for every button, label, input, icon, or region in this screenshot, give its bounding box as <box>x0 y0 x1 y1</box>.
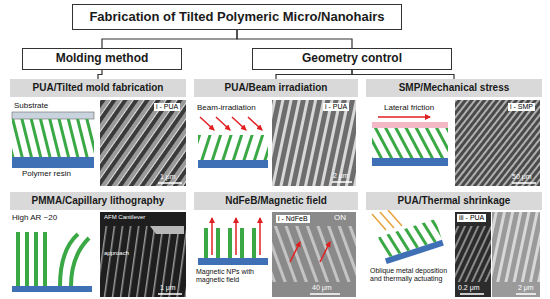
method-box: PUA/Tilted mold fabrication <box>10 79 186 97</box>
scale-bar <box>332 181 352 183</box>
image-label: 0.2 μm <box>458 284 480 292</box>
image-label: 2 μm <box>518 284 534 292</box>
panel-tag: i - SMP <box>508 103 535 111</box>
scale-bar <box>460 293 484 295</box>
field-arrow <box>211 218 213 255</box>
pillars <box>12 119 94 157</box>
panel-tag: i - NdFeB <box>276 215 310 223</box>
annotation: High AR ~20 <box>12 214 57 223</box>
annotation: Oblique metal deposition and thermally a… <box>370 267 452 282</box>
image-label: 2 μm <box>333 172 349 180</box>
image-label: 1 μm <box>160 284 176 292</box>
annotation: Lateral friction <box>384 104 434 113</box>
method-box: PUA/Thermal shrinkage <box>366 192 542 210</box>
sem-hairs <box>492 212 540 282</box>
box-label: PMMA/Capillary lithography <box>32 195 165 207</box>
sem-image <box>100 212 186 297</box>
pillars <box>198 135 268 160</box>
connector-line <box>98 70 102 79</box>
afm-cantilever <box>150 226 184 234</box>
connector-line <box>102 30 237 48</box>
sem-image <box>455 212 491 297</box>
substrate <box>372 158 448 166</box>
scale-bar <box>512 182 536 184</box>
title-box: Fabrication of Tilted Polymeric Micro/Na… <box>72 4 402 30</box>
pillars <box>206 228 254 258</box>
scale-bar <box>516 293 536 295</box>
metal-flux <box>372 210 402 230</box>
annotation: Beam-irradiation <box>197 104 256 113</box>
annotation: Polymer resin <box>22 170 71 179</box>
substrate <box>198 258 268 265</box>
scale-bar <box>310 293 340 295</box>
bend-arrow <box>320 242 330 262</box>
bent-pillars <box>60 234 89 286</box>
box-label: NdFeB/Magnetic field <box>225 195 327 207</box>
sem-hairs <box>455 226 491 282</box>
sem-image <box>272 212 356 297</box>
box-label: PUA/Tilted mold fabrication <box>33 82 164 94</box>
image-label: AFM Cantilever <box>104 214 145 221</box>
friction-arrow <box>378 116 430 118</box>
sem-hairs <box>100 226 186 297</box>
beam-arrow <box>248 117 262 130</box>
substrate <box>12 112 94 119</box>
substrate <box>12 286 92 292</box>
pillars <box>378 219 442 258</box>
annotation: Substrate <box>14 102 48 111</box>
bend-arrow <box>290 242 300 262</box>
sem-image <box>100 100 186 186</box>
friction-plate <box>372 122 448 128</box>
beam-arrow <box>216 117 230 130</box>
method-box: PUA/Beam irradiation <box>194 79 358 97</box>
sem-hairs <box>272 226 356 282</box>
category-box: Molding method <box>22 48 182 70</box>
field-arrow <box>259 218 261 255</box>
image-label: 40 μm <box>312 284 332 292</box>
method-box: PMMA/Capillary lithography <box>10 192 186 210</box>
box-label: Molding method <box>56 52 149 66</box>
panel-tag: iii - PUA <box>457 214 486 222</box>
sem-hairs <box>455 100 540 186</box>
sem-hairs <box>100 100 186 186</box>
image-label: ON <box>334 214 346 223</box>
connector-line <box>237 30 352 48</box>
sem-image <box>492 212 540 297</box>
scale-bar <box>158 293 182 295</box>
annotation: Magnetic NPs with magnetic field <box>196 268 270 283</box>
connector-line <box>352 70 454 79</box>
connector-line <box>276 70 352 79</box>
image-label: 50 μm <box>512 173 532 181</box>
pillars <box>18 232 45 286</box>
sem-image <box>455 100 540 186</box>
beam-arrow <box>200 117 214 130</box>
method-box: NdFeB/Magnetic field <box>194 192 358 210</box>
sem-hairs <box>272 100 356 186</box>
image-label: 1 μm <box>160 173 176 181</box>
box-label: Fabrication of Tilted Polymeric Micro/Na… <box>89 10 384 25</box>
image-label: approach <box>104 250 129 257</box>
tilted-sample <box>378 219 444 264</box>
panel-tag: i - PUA <box>154 103 180 111</box>
pillars <box>372 128 448 158</box>
category-box: Geometry control <box>252 48 452 70</box>
substrate <box>198 160 268 168</box>
box-label: SMP/Mechanical stress <box>399 82 510 94</box>
box-label: PUA/Thermal shrinkage <box>398 195 511 207</box>
sem-image <box>272 100 356 186</box>
resin-layer <box>12 157 94 168</box>
box-label: PUA/Beam irradiation <box>225 82 328 94</box>
scale-bar <box>158 182 182 184</box>
method-box: SMP/Mechanical stress <box>366 79 542 97</box>
panel-tag: i - PUA <box>323 103 349 111</box>
field-arrow <box>235 218 237 255</box>
box-label: Geometry control <box>302 52 402 66</box>
beam-arrow <box>232 117 246 130</box>
